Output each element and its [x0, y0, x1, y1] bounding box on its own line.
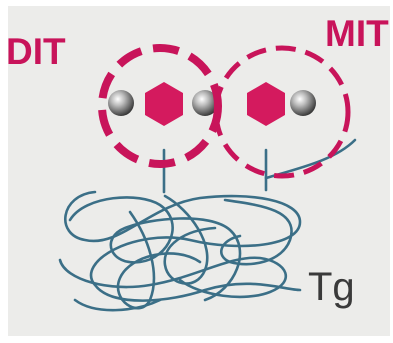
iodine-atom-icon — [192, 90, 218, 116]
mit-residue — [247, 82, 316, 126]
tyrosine-ring-hexagon-icon — [247, 82, 285, 126]
iodine-atom-icon — [290, 90, 316, 116]
tg-label: Tg — [308, 265, 355, 309]
dit-label: DIT — [6, 31, 66, 72]
dit-residue — [108, 82, 218, 126]
mit-highlight-circle — [213, 45, 351, 179]
tg-protein-strand — [58, 138, 357, 312]
mit-label: MIT — [325, 13, 389, 54]
iodine-atom-icon — [108, 90, 134, 116]
tyrosine-ring-hexagon-icon — [145, 82, 183, 126]
